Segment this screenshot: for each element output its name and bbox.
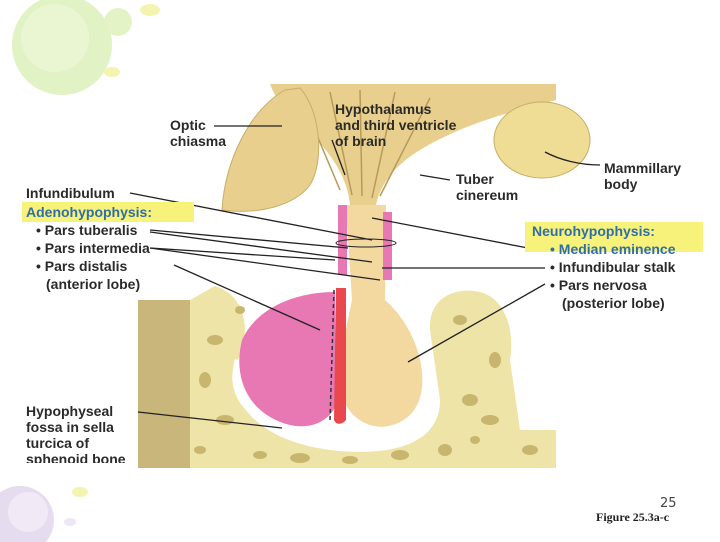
sphenoid-bone (190, 286, 556, 468)
label-pars-tuberalis: • Pars tuberalis (36, 222, 138, 238)
bone-pores (194, 306, 538, 464)
label-infundibular-stalk: • Infundibular stalk (550, 259, 676, 275)
pars-distalis-shape (239, 292, 336, 427)
figure-reference: Figure 25.3a-c (596, 510, 670, 524)
decorative-bubbles-bottom-left (0, 486, 88, 542)
optic-chiasma-shape (221, 87, 320, 212)
label-neurohypophysis: Neurohypophysis: (532, 223, 655, 239)
label-infundibulum: Infundibulum (26, 185, 115, 201)
fossa-gap (232, 359, 433, 445)
median-eminence-ring (335, 238, 397, 248)
label-posterior-lobe: (posterior lobe) (562, 295, 665, 311)
dashed-boundary (329, 289, 335, 421)
pars-intermedia-strip (334, 288, 346, 424)
label-adenohypophysis: Adenohypophysis: (26, 204, 153, 220)
label-pars-intermedia: • Pars intermedia (36, 240, 150, 256)
adenohypophysis-highlight (22, 202, 194, 222)
label-median-eminence: • Median eminence (550, 241, 676, 257)
page-number: 25 (660, 496, 677, 511)
neurohypophysis-highlight (525, 222, 703, 252)
leader-lines (129, 125, 601, 429)
label-pars-nervosa: • Pars nervosa (550, 277, 647, 293)
decorative-bubbles-top-left (12, 0, 160, 95)
pars-tuberalis-left (338, 205, 347, 275)
label-anterior-lobe: (anterior lobe) (46, 276, 141, 292)
brain-texture (299, 89, 431, 199)
hypothalamus-region (270, 84, 556, 205)
mammillary-body-shape (493, 101, 591, 179)
label-pars-distalis: • Pars distalis (36, 258, 128, 274)
